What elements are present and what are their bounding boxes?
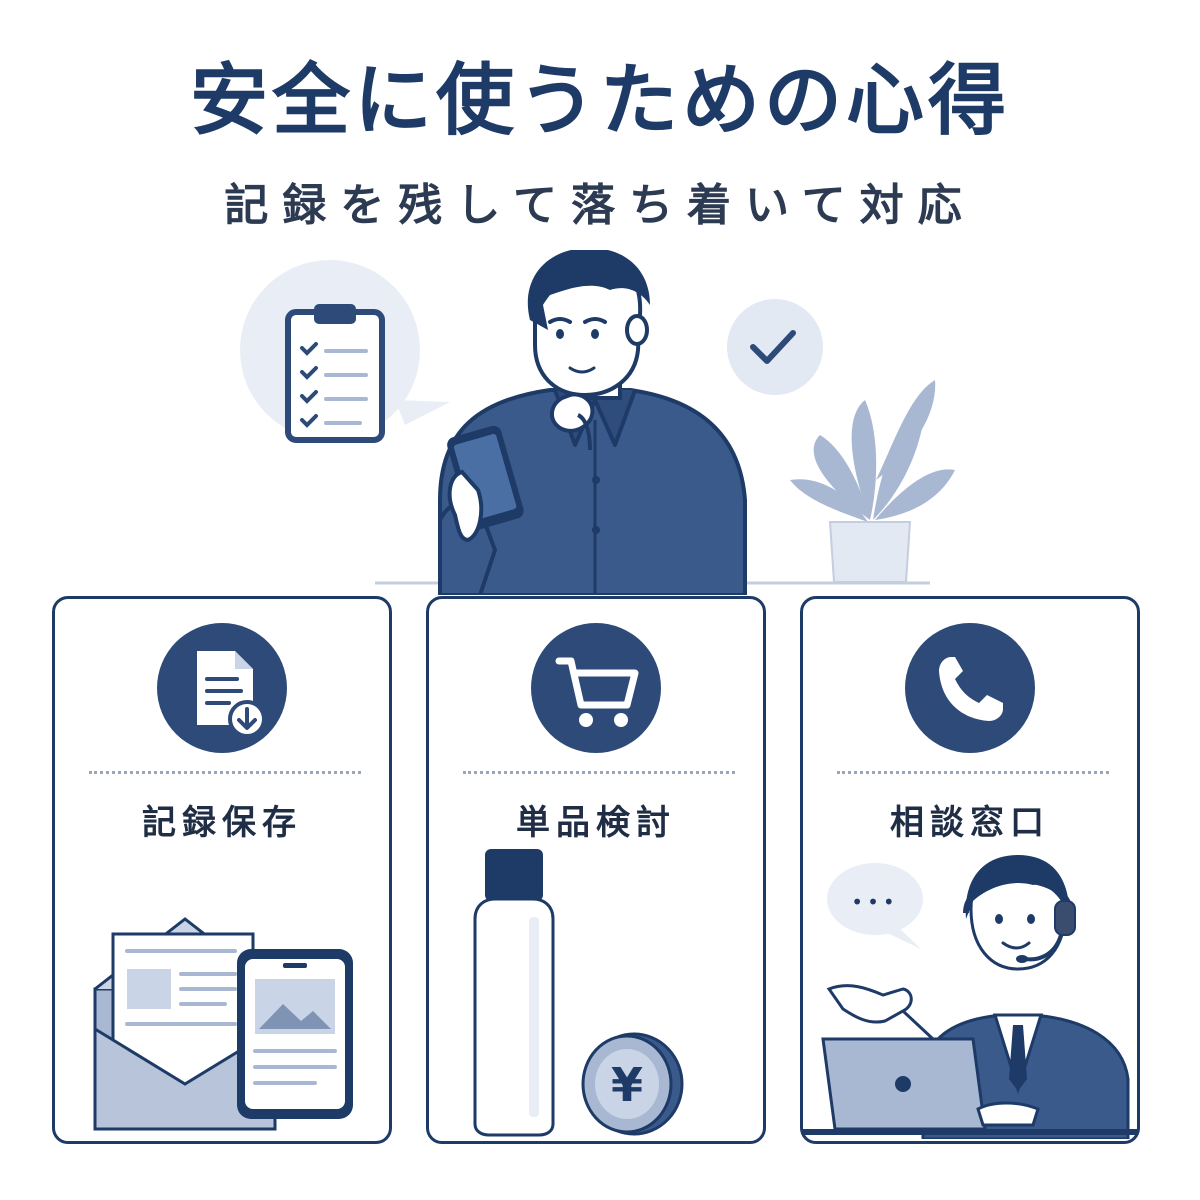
card-consultation: 相談窓口 •••	[800, 596, 1140, 1144]
man-thinking-illustration	[438, 250, 747, 595]
badge-circle	[905, 623, 1035, 753]
badge-circle	[531, 623, 661, 753]
check-bubble-icon	[727, 299, 823, 395]
plant-icon	[790, 380, 955, 583]
card-label-record: 記録保存	[142, 803, 302, 843]
badge-circle	[157, 623, 287, 753]
speech-dots: •••	[851, 890, 898, 914]
clipboard-bubble-icon	[240, 260, 450, 443]
dotted-divider	[837, 771, 1109, 774]
mail-and-phone-illustration	[93, 917, 353, 1131]
card-label-single-item: 単品検討	[516, 803, 676, 843]
dotted-divider	[89, 771, 361, 774]
bottle-and-coin-illustration: ¥	[473, 849, 684, 1137]
phone-icon	[939, 657, 1003, 721]
card-record-keeping: 記録保存	[52, 596, 392, 1144]
card-label-consultation: 相談窓口	[890, 803, 1050, 843]
card-single-item: 単品検討 ¥	[426, 596, 766, 1144]
support-operator-illustration: •••	[803, 855, 1137, 1139]
shopping-cart-icon	[555, 657, 639, 727]
hero-illustration	[240, 250, 955, 595]
document-download-icon	[197, 651, 266, 738]
dotted-divider	[463, 771, 735, 774]
page-subtitle: 記録を残して落ち着いて対応	[224, 180, 976, 231]
page-title: 安全に使うための心得	[189, 56, 1010, 146]
yen-symbol: ¥	[611, 1058, 643, 1112]
